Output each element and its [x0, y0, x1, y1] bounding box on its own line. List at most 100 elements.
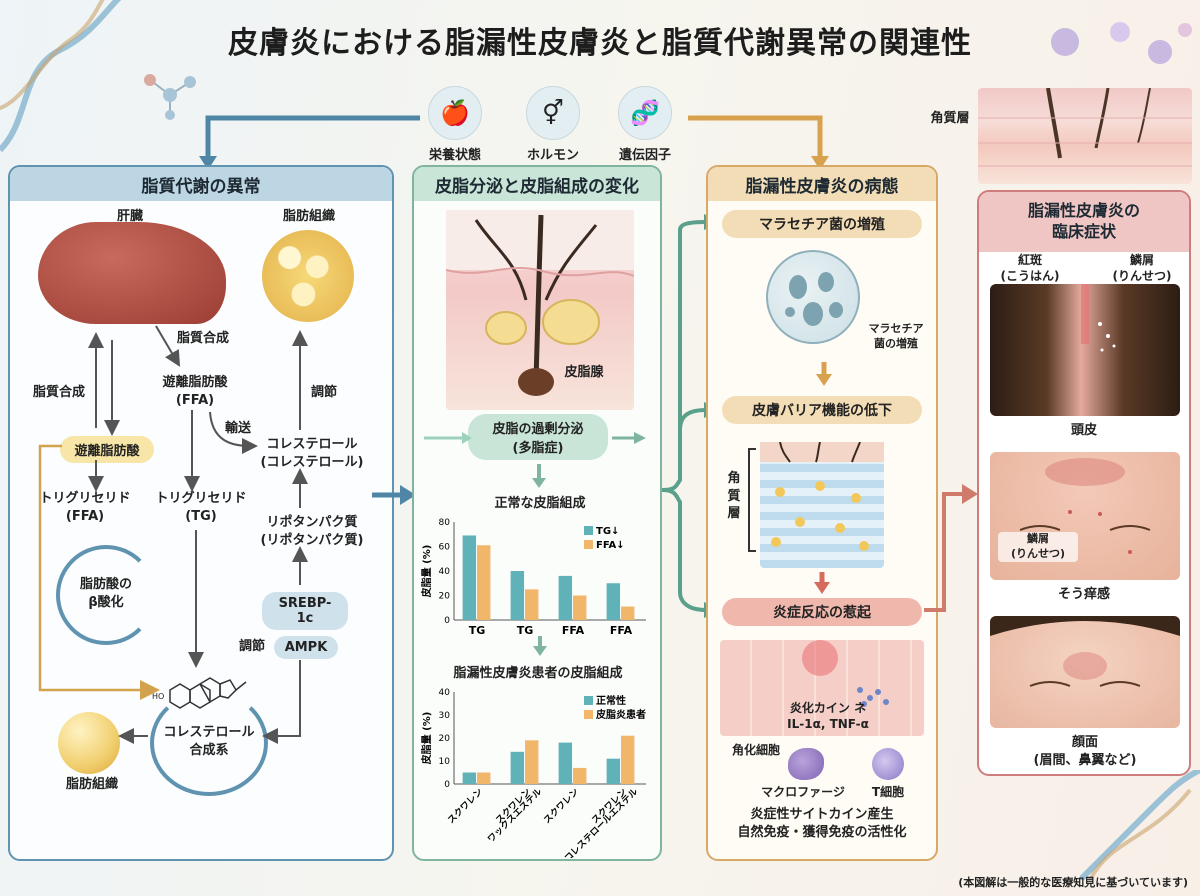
sebaceous-gland-label: 皮脂腺 — [564, 365, 604, 380]
malassezia-caption: マラセチア 菌の増殖 — [868, 322, 924, 350]
stratum-bracket — [748, 448, 756, 552]
adipose-label: 脂肪組織 — [282, 209, 335, 224]
face-label: 顔面 (眉間、鼻翼など) — [1033, 735, 1137, 768]
panel1-arrows — [38, 325, 308, 744]
cholesterol-label: コレステロール (コレステロール) — [260, 437, 364, 470]
chart-connector-arrow — [533, 636, 547, 656]
ffa-label: 遊離脂肪酸 (FFA) — [162, 375, 228, 408]
dna-icon: 🧬 — [618, 86, 672, 140]
factor-label: 遺伝因子 — [618, 148, 671, 163]
bar — [573, 595, 587, 620]
molecule-decoration-left — [144, 74, 196, 120]
free-fatty-acid-tag: 遊離脂肪酸 — [60, 436, 154, 463]
bar — [558, 742, 573, 784]
arrow-to-clinical — [924, 484, 978, 612]
legend-swatch — [584, 540, 593, 549]
scalp-photo — [990, 284, 1180, 416]
factor-arrows — [199, 115, 829, 170]
srebp-tag: SREBP-1c — [262, 592, 348, 630]
scalp-label: 頭皮 — [1070, 423, 1097, 438]
adipose-tissue-bottom-icon — [58, 712, 120, 774]
bar — [606, 583, 621, 620]
y-tick-label: 10 — [439, 757, 451, 767]
y-tick-label: 80 — [439, 518, 451, 528]
y-tick-label: 20 — [439, 592, 451, 602]
patient-chart-title: 脂漏性皮膚炎患者の皮脂組成 — [453, 666, 623, 681]
ampk-tag: AMPK — [274, 636, 338, 659]
bar — [606, 758, 621, 784]
beta-oxidation-cycle — [56, 545, 156, 645]
malassezia-microscope-icon — [766, 250, 860, 344]
factor-gene: 🧬 遺伝因子 — [600, 86, 690, 163]
dna-decoration-left — [0, 0, 122, 153]
bar — [477, 545, 491, 620]
legend-label: TG↓ — [596, 526, 619, 537]
adipose-bottom-label: 脂肪組織 — [65, 777, 118, 792]
y-tick-label: 0 — [444, 780, 450, 790]
disclaimer-note: (本図解は一般的な医療知見に基づいています) — [958, 876, 1188, 889]
face-brow-photo — [990, 616, 1180, 728]
factor-label: ホルモン — [526, 148, 579, 163]
bar — [558, 575, 573, 620]
factor-label: 栄養状態 — [428, 148, 481, 163]
legend-label: 皮脂炎患者 — [595, 708, 646, 721]
malassezia-box: マラセチア菌の増殖 — [722, 210, 922, 238]
x-tick-label: スクワレン — [446, 786, 486, 826]
y-axis-label: 皮脂量 (%) — [420, 545, 433, 599]
nutrition-icon: 🍎 — [428, 86, 482, 140]
legend-label: 正常性 — [596, 694, 626, 707]
bar — [573, 767, 587, 784]
itch-label: そう痒感 — [1057, 587, 1110, 602]
panel-header: 脂質代謝の異常 — [10, 167, 392, 201]
t-cell-icon — [872, 748, 904, 780]
bar — [462, 535, 477, 620]
bar — [525, 740, 539, 784]
cytokine-label: 炎化カイン ネ IL-1α, TNF-α — [787, 701, 869, 732]
bar — [462, 772, 477, 784]
dna-decoration-bottom-right — [1080, 770, 1200, 880]
stratum-corneum-illustration — [760, 441, 884, 568]
legend-swatch — [584, 526, 593, 535]
panel-header: 皮脂分泌と皮脂組成の変化 — [414, 167, 660, 201]
oversecretion-box: 皮脂の過剰分泌 (多脂症) — [468, 414, 608, 460]
patient-sebum-chart: 皮脂量 (%)010203040スクワレンスクワレンワックスエステルスクワレンス… — [420, 688, 646, 858]
hair-follicle-illustration — [445, 210, 635, 410]
page-title: 皮膚炎における脂漏性皮膚炎と脂質代謝異常の関連性 — [228, 26, 972, 61]
lipoprotein-label: リポタンパク質 (リポタンパク質) — [260, 515, 364, 548]
y-tick-label: 0 — [444, 616, 450, 626]
triglyceride-tg-label: トリグリセリド (TG) — [155, 491, 247, 524]
bar — [477, 772, 491, 784]
scale-label-face: 鱗屑 (りんせつ) — [998, 532, 1078, 562]
x-tick-label: FFA — [610, 624, 633, 637]
erythema-label: 紅斑 (こうはん) — [1000, 253, 1060, 284]
stratum-label: 角 質 層 — [727, 471, 741, 522]
t-cell-label: T細胞 — [871, 785, 905, 799]
adipose-tissue-icon — [262, 230, 354, 322]
y-tick-label: 20 — [439, 734, 451, 744]
inflammation-box: 炎症反応の惹起 — [722, 598, 922, 626]
transport-label: 輸送 — [224, 421, 251, 436]
barrier-dysfunction-box: 皮膚バリア機能の低下 — [722, 396, 922, 424]
y-tick-label: 40 — [439, 567, 451, 577]
x-tick-label: TG — [517, 624, 534, 637]
pathology-footer: 炎症性サイトカイン産生 自然免疫・獲得免疫の活性化 — [737, 807, 907, 840]
macrophage-icon — [788, 748, 824, 780]
scale-label: 鱗屑 (りんせつ) — [1112, 253, 1172, 284]
hair-follicle-icon — [978, 87, 1192, 167]
panel-header: 脂漏性皮膚炎の 臨床症状 — [979, 192, 1189, 252]
sebaceous-gland-icon — [445, 210, 635, 396]
regulation-label: 調節 — [310, 385, 337, 400]
panel-header: 脂漏性皮膚炎の病態 — [708, 167, 936, 201]
stratum-corneum-label: 角質層 — [930, 111, 970, 126]
pathology-arrow-1 — [816, 362, 832, 386]
bar — [621, 735, 635, 784]
oversecretion-arrows — [424, 432, 646, 488]
liver-label: 肝臓 — [116, 209, 143, 224]
bar — [621, 606, 635, 620]
arrow-lipid-to-sebum — [372, 485, 416, 505]
y-tick-label: 40 — [439, 688, 451, 698]
beta-oxidation-label: 脂肪酸の β酸化 — [79, 577, 132, 610]
liver-icon — [38, 222, 226, 324]
y-tick-label: 30 — [439, 711, 451, 721]
